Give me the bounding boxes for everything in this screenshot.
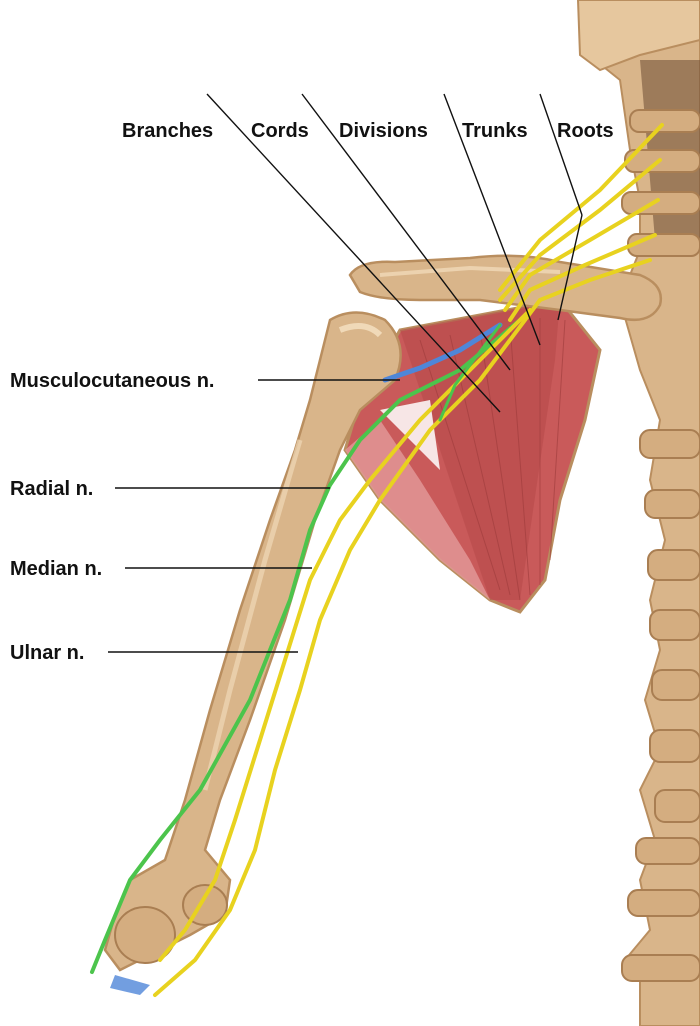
- label-radial-nerve: Radial n.: [10, 478, 93, 500]
- label-median-nerve: Median n.: [10, 558, 102, 580]
- label-ulnar-nerve: Ulnar n.: [10, 642, 84, 664]
- top-labels: Branches Cords Divisions Trunks Roots: [122, 120, 614, 142]
- label-musculocutaneous-nerve: Musculocutaneous n.: [10, 370, 214, 392]
- label-branches: Branches: [122, 120, 213, 142]
- label-cords: Cords: [251, 120, 309, 142]
- side-labels: Musculocutaneous n. Radial n. Median n. …: [10, 370, 214, 664]
- label-trunks: Trunks: [462, 120, 528, 142]
- humerus: [105, 313, 401, 996]
- label-divisions: Divisions: [339, 120, 428, 142]
- vertebral-column: [578, 0, 700, 1026]
- label-roots: Roots: [557, 120, 614, 142]
